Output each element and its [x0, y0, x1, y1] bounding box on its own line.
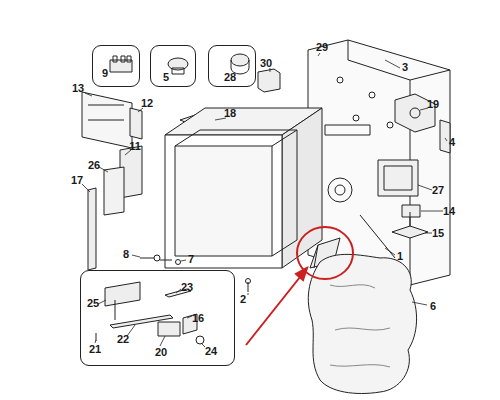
- callout-number: 23: [180, 281, 194, 294]
- highlight-marker: [246, 227, 353, 345]
- callout-number: 21: [88, 343, 102, 356]
- callout-number: 17: [70, 174, 84, 187]
- callout-number: 14: [442, 205, 456, 218]
- callout-number: 30: [259, 57, 273, 70]
- callout-number: 4: [448, 136, 456, 149]
- callout-number: 8: [122, 248, 130, 261]
- part-inset: 9: [92, 45, 140, 87]
- callout-number: 24: [204, 345, 218, 358]
- callout-number: 18: [223, 107, 237, 120]
- callout-number: 16: [191, 312, 205, 325]
- callout-number: 13: [71, 82, 85, 95]
- callout-number: 27: [431, 184, 445, 197]
- detail-inset: 25 23 16 22 20 24 21: [80, 270, 235, 366]
- part-inset: 28: [208, 45, 256, 87]
- callout-number: 29: [315, 41, 329, 54]
- callout-number: 5: [162, 71, 170, 84]
- callout-number: 26: [87, 159, 101, 172]
- callout-number: 19: [426, 98, 440, 111]
- callout-number: 22: [116, 333, 130, 346]
- callout-number: 25: [86, 297, 100, 310]
- callout-number: 28: [223, 71, 237, 84]
- part-inset: 5: [150, 45, 196, 87]
- callout-number: 6: [429, 300, 437, 313]
- callout-number: 2: [239, 293, 247, 306]
- callout-number: 9: [101, 67, 109, 80]
- callout-number: 7: [187, 253, 195, 266]
- callout-number: 12: [140, 97, 154, 110]
- callout-number: 15: [431, 227, 445, 240]
- callout-number: 11: [128, 140, 142, 153]
- callout-number: 3: [401, 61, 409, 74]
- callout-number: 1: [396, 250, 404, 263]
- callout-number: 20: [154, 346, 168, 359]
